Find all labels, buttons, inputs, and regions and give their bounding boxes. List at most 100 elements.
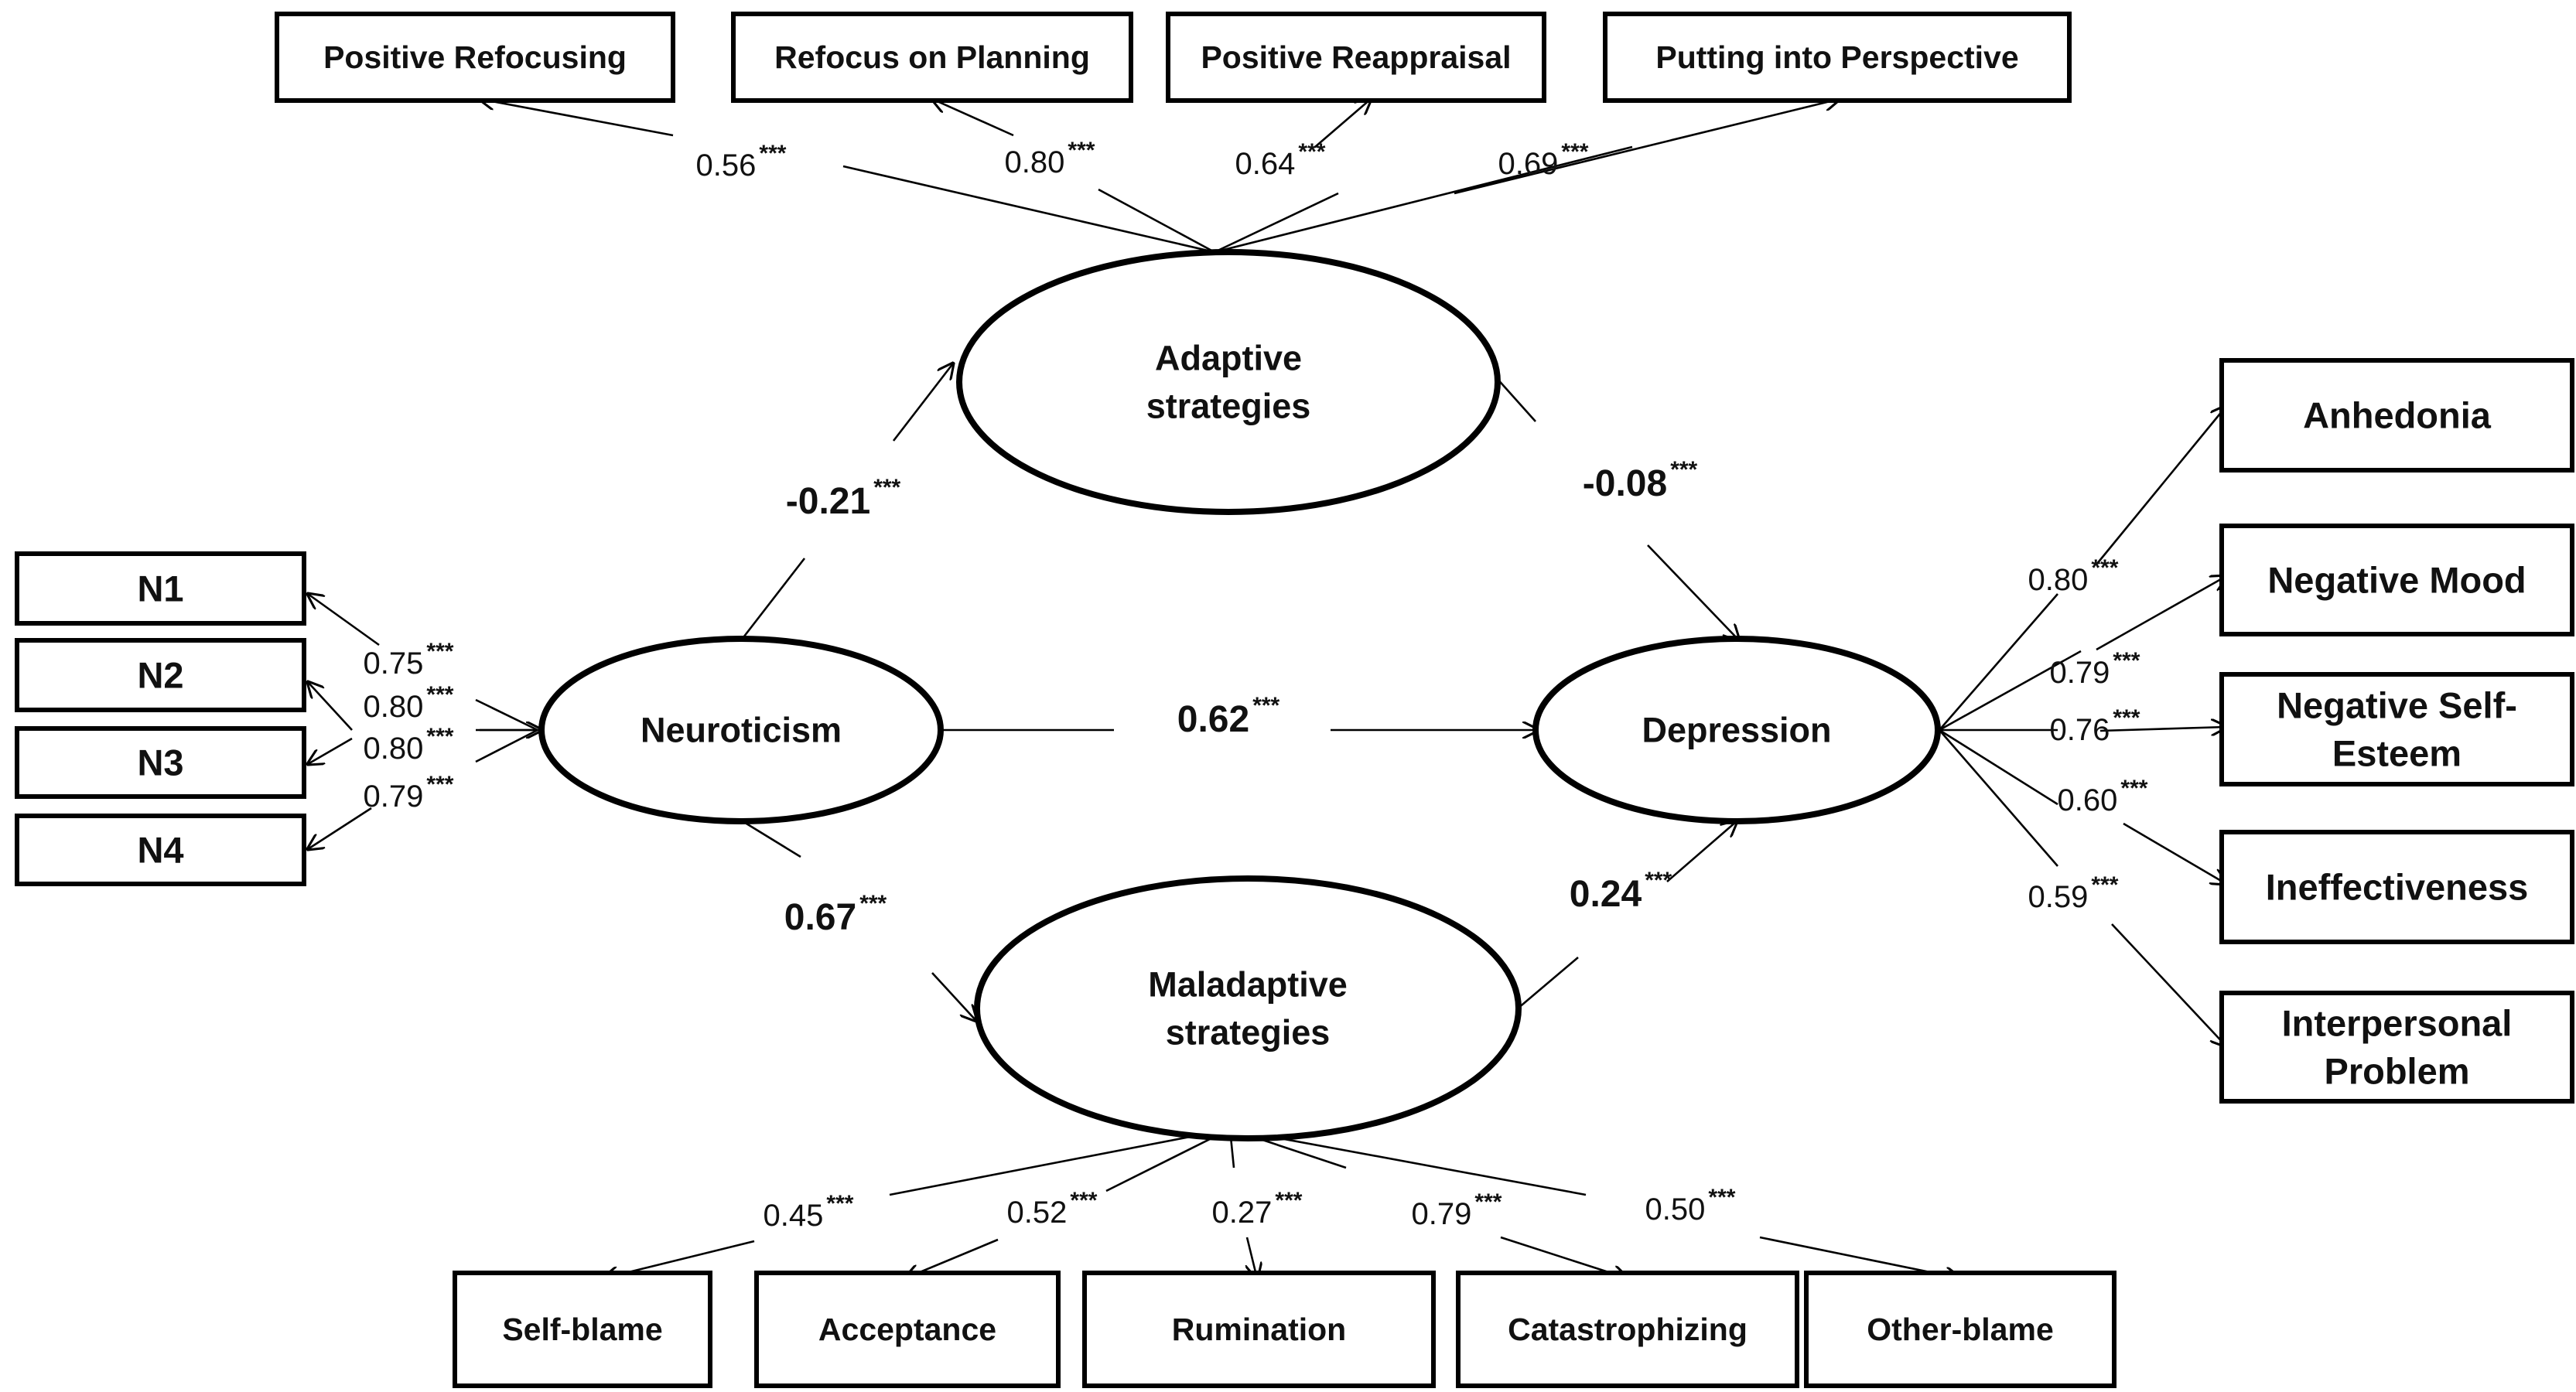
loading-depression-1: 0.80*** <box>2028 555 2119 598</box>
loading-line-adaptive-3 <box>1214 192 1339 254</box>
indicator-positive-refocusing-box <box>275 12 675 103</box>
maladaptive-strategies-ellipse <box>974 875 1522 1141</box>
indicator-interpersonal-problem-label: Interpersonal <box>2282 1003 2513 1044</box>
indicator-putting-into-perspective-box <box>1603 12 2072 103</box>
loading-depression-2: 0.79*** <box>2050 648 2140 691</box>
indicator-n1-label: N1 <box>137 568 183 609</box>
loading-arrow-depression-2 <box>2096 576 2226 651</box>
path-line-neuroticism-adaptive-a <box>740 558 806 641</box>
loading-depression-3: 0.76*** <box>2050 705 2140 748</box>
loading-line-depression-5 <box>1939 729 2058 867</box>
loading-line-maladaptive-5 <box>1229 1128 1587 1196</box>
loading-n3: 0.80*** <box>364 724 454 766</box>
loading-depression-5: 0.59*** <box>2028 872 2119 915</box>
loading-line-adaptive-4 <box>1214 145 1633 254</box>
loading-arrow-depression-4 <box>2123 822 2226 884</box>
neuroticism-ellipse <box>538 636 944 824</box>
indicator-catastrophizing-box <box>1456 1271 1799 1388</box>
loading-maladaptive-4: 0.79*** <box>1412 1189 1502 1232</box>
indicator-negative-self-esteem-box <box>2219 672 2574 786</box>
path-coef-neuroticism-depression: 0.62*** <box>1177 693 1280 740</box>
indicator-n2-label: N2 <box>137 655 183 696</box>
neuroticism-label: Neuroticism <box>641 711 842 750</box>
path-coef-neuroticism-adaptive: -0.21*** <box>786 475 901 522</box>
loading-adaptive-3: 0.64*** <box>1235 139 1326 182</box>
path-line-neuroticism-maladaptive-a <box>742 820 801 858</box>
adaptive-strategies-label: strategies <box>1146 387 1311 426</box>
loading-maladaptive-2: 0.52*** <box>1007 1188 1098 1230</box>
indicator-n4-box <box>15 814 306 886</box>
loading-arrow-adaptive-4 <box>1454 99 1840 195</box>
loading-line-maladaptive-1 <box>889 1128 1231 1196</box>
path-arrow-neuroticism-maladaptive <box>931 972 976 1021</box>
indicator-other-blame-box <box>1804 1271 2116 1388</box>
loading-n4: 0.79*** <box>364 772 454 814</box>
path-arrow-adaptive-depression <box>1647 544 1739 640</box>
loading-arrow-n3 <box>308 737 353 764</box>
indicator-negative-mood-label: Negative Mood <box>2267 560 2526 601</box>
loading-stub-neuroticism-lower <box>475 728 538 763</box>
indicator-positive-reappraisal-box <box>1166 12 1546 103</box>
indicator-negative-self-esteem-label: Negative Self- <box>2277 685 2517 726</box>
path-arrow-maladaptive-depression <box>1666 821 1737 882</box>
loading-arrow-depression-3 <box>2099 727 2226 731</box>
path-arrow-neuroticism-adaptive <box>892 363 953 442</box>
indicator-n2-box <box>15 638 306 712</box>
indicator-rumination-label: Rumination <box>1172 1312 1346 1347</box>
loading-line-depression-1 <box>1939 593 2058 731</box>
indicator-positive-reappraisal-label: Positive Reappraisal <box>1201 39 1511 75</box>
indicator-ineffectiveness-label: Ineffectiveness <box>2266 867 2529 908</box>
indicator-n3-box <box>15 726 306 799</box>
indicator-n3-label: N3 <box>137 742 183 783</box>
indicator-acceptance-box <box>754 1271 1061 1388</box>
loading-arrow-adaptive-1 <box>480 99 674 137</box>
path-coef-adaptive-depression: -0.08*** <box>1583 457 1698 504</box>
indicator-negative-mood-box <box>2219 524 2574 636</box>
adaptive-strategies-label: Adaptive <box>1155 339 1302 378</box>
loading-arrow-depression-5 <box>2111 923 2226 1046</box>
loading-stub-neuroticism-upper <box>475 698 538 732</box>
indicator-catastrophizing-label: Catastrophizing <box>1508 1312 1748 1347</box>
path-coef-neuroticism-maladaptive: 0.67*** <box>784 891 887 938</box>
loading-n2: 0.80*** <box>364 682 454 725</box>
indicator-anhedonia-label: Anhedonia <box>2303 395 2492 436</box>
loading-line-depression-2 <box>1939 650 2082 732</box>
loading-arrow-n2 <box>308 682 353 731</box>
edges <box>308 99 2226 1278</box>
indicator-refocus-on-planning-box <box>731 12 1133 103</box>
depression-label: Depression <box>1642 711 1831 750</box>
loading-maladaptive-3: 0.27*** <box>1212 1188 1303 1230</box>
loading-line-adaptive-1 <box>842 165 1215 254</box>
loading-line-adaptive-2 <box>1098 188 1215 254</box>
maladaptive-strategies-label: strategies <box>1166 1013 1331 1053</box>
indicator-ineffectiveness-box <box>2219 830 2574 944</box>
loading-adaptive-1: 0.56*** <box>696 141 787 183</box>
loading-adaptive-4: 0.69*** <box>1498 139 1589 182</box>
loading-arrow-adaptive-2 <box>932 99 1014 137</box>
loading-arrow-n1 <box>308 594 380 647</box>
indicator-self-blame-box <box>453 1271 712 1388</box>
loading-adaptive-2: 0.80*** <box>1005 138 1095 180</box>
indicator-interpersonal-problem-label: Problem <box>2324 1051 2469 1092</box>
adaptive-strategies-ellipse <box>956 249 1501 515</box>
indicator-self-blame-label: Self-blame <box>502 1312 662 1347</box>
loading-line-depression-4 <box>1939 728 2058 806</box>
loading-maladaptive-1: 0.45*** <box>764 1191 854 1233</box>
indicator-negative-self-esteem-label: Esteem <box>2332 733 2462 774</box>
loading-maladaptive-5: 0.50*** <box>1645 1185 1736 1227</box>
nodes: NeuroticismAdaptivestrategiesMaladaptive… <box>15 12 2574 1388</box>
indicator-rumination-box <box>1082 1271 1436 1388</box>
indicator-acceptance-label: Acceptance <box>818 1312 996 1347</box>
maladaptive-strategies-label: Maladaptive <box>1148 965 1348 1005</box>
indicator-other-blame-label: Other-blame <box>1867 1312 2054 1347</box>
loading-arrow-n4 <box>308 807 372 849</box>
indicator-putting-into-perspective-label: Putting into Perspective <box>1655 39 2018 75</box>
loading-arrow-depression-1 <box>2095 406 2226 565</box>
indicator-n4-label: N4 <box>137 830 183 871</box>
labels: 0.56*** 0.80*** 0.64*** 0.69*** 0.45*** 0.52*… <box>364 138 2148 1233</box>
loading-arrow-adaptive-3 <box>1314 99 1371 148</box>
loading-n1: 0.75*** <box>364 639 454 681</box>
loading-depression-4: 0.60*** <box>2058 776 2148 818</box>
path-line-maladaptive-depression-a <box>1512 957 1579 1014</box>
